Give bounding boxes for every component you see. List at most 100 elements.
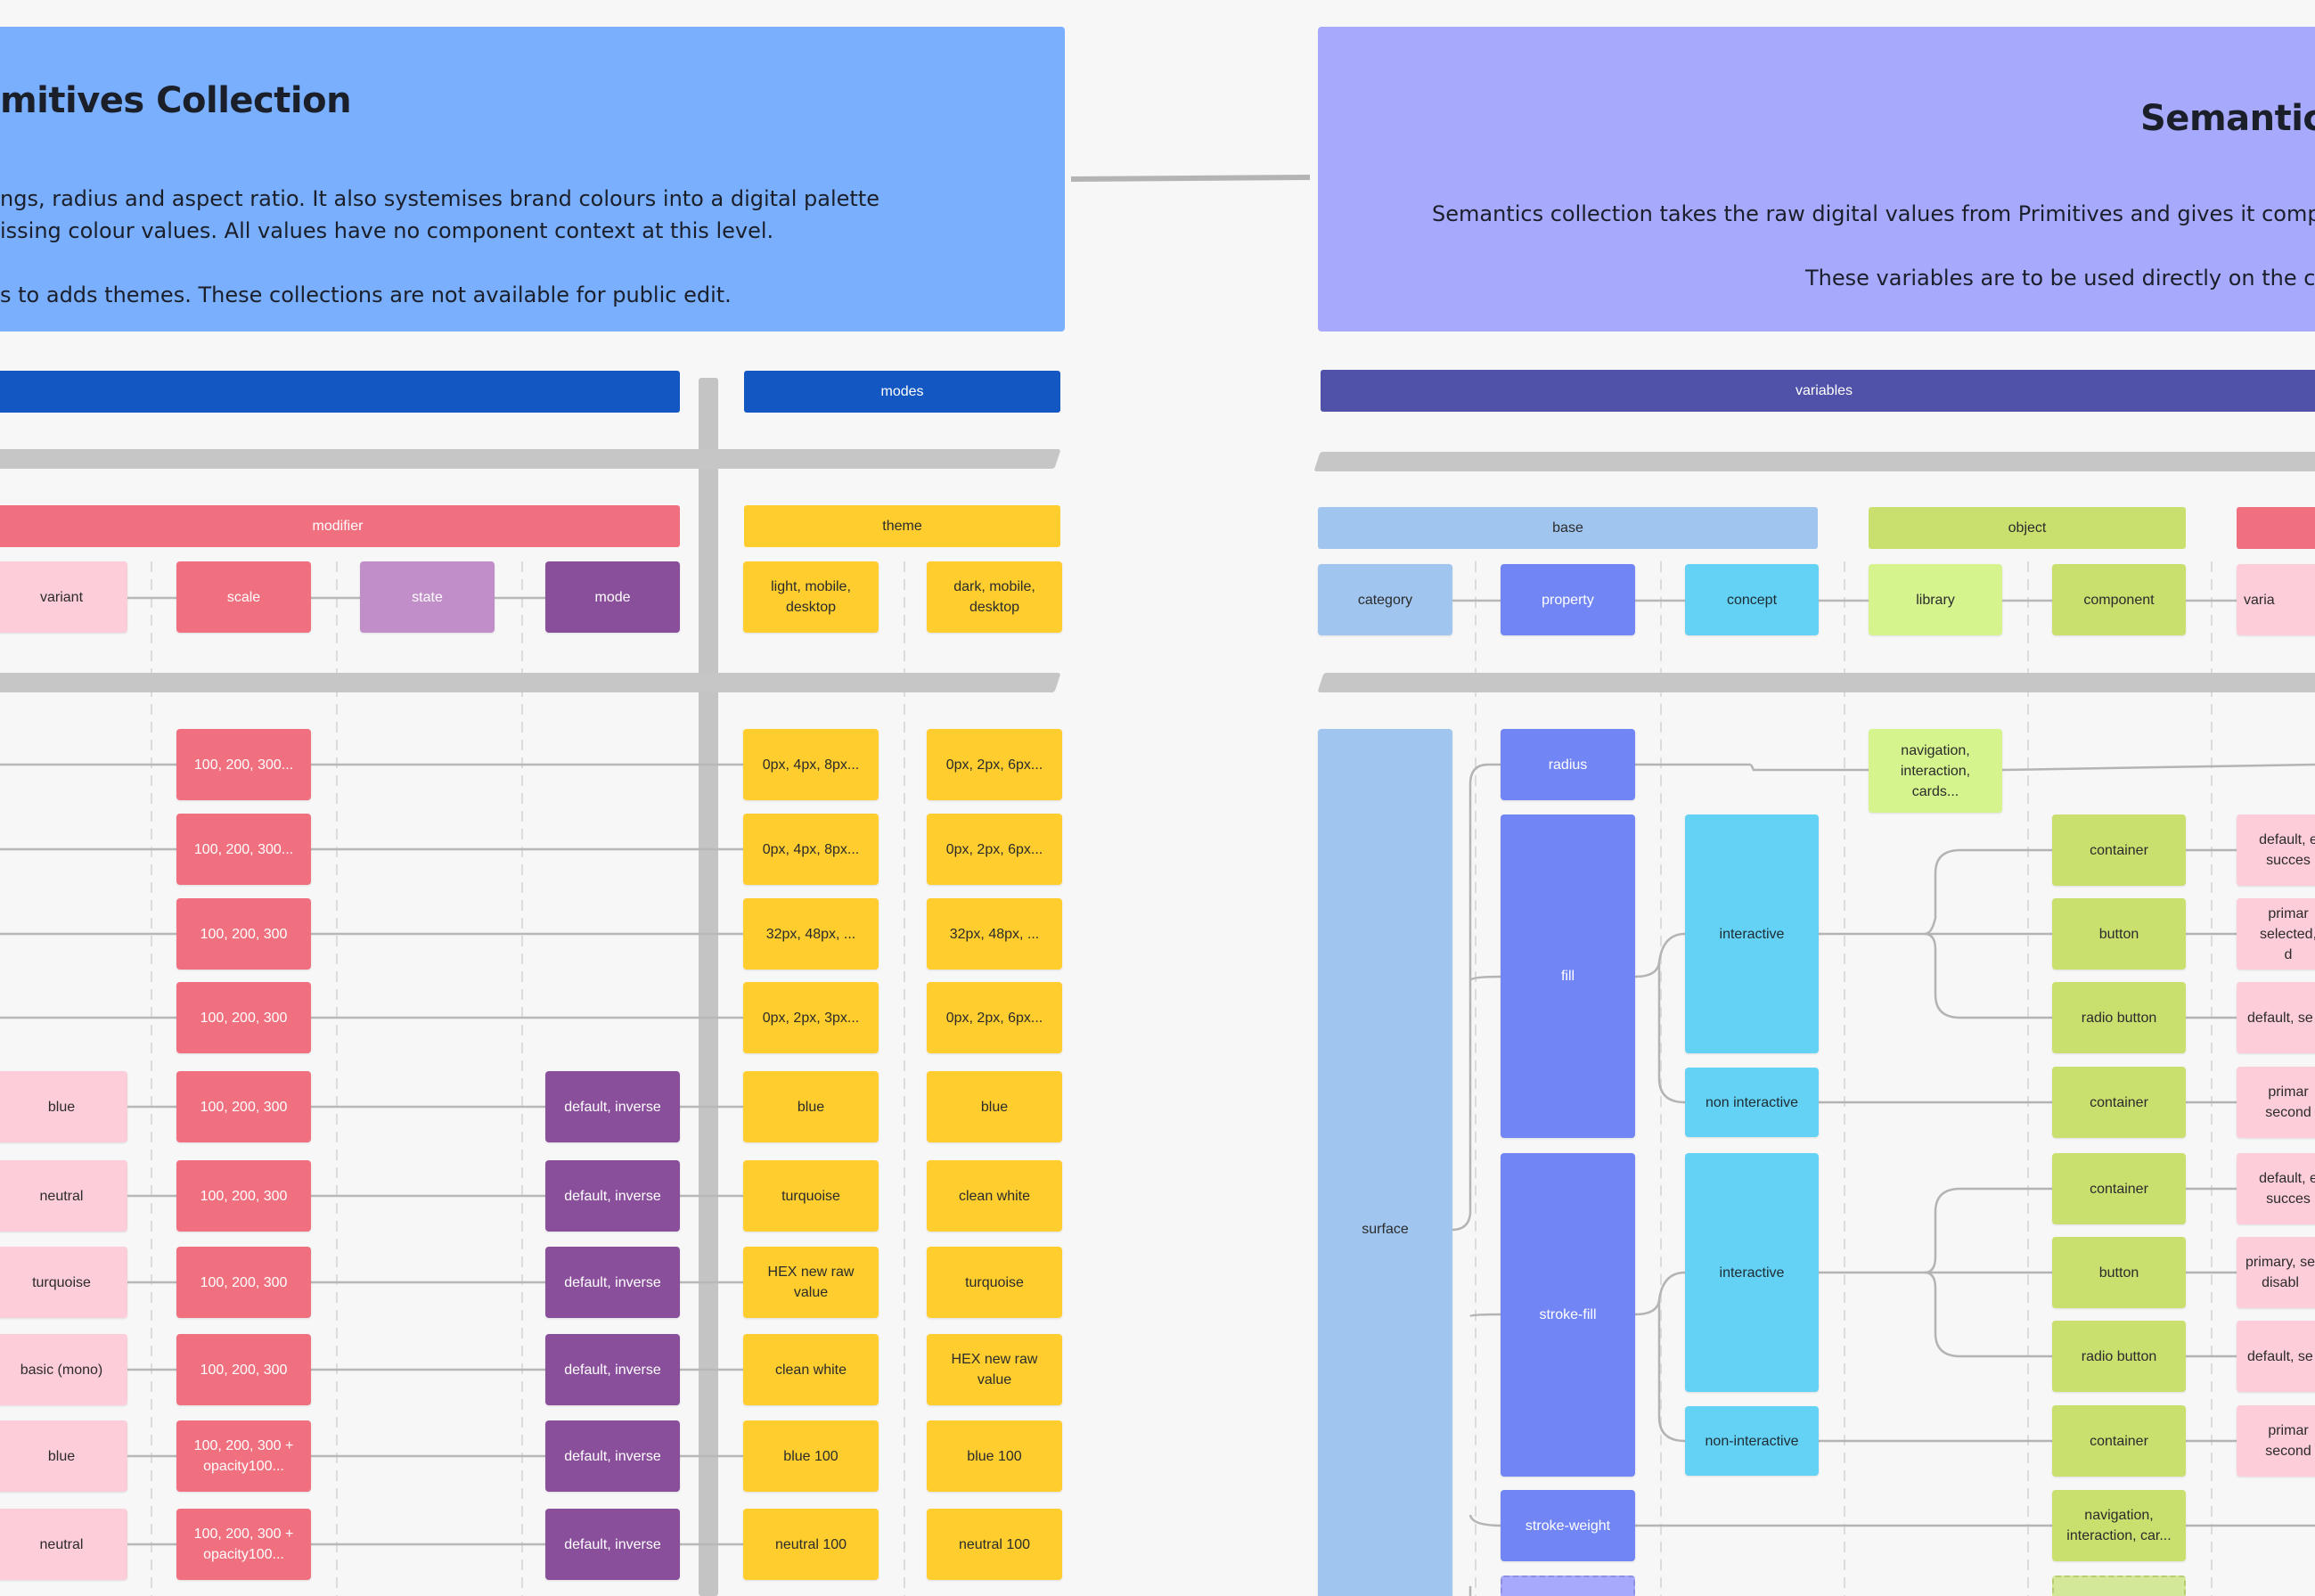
row-9-variant: blue — [0, 1420, 127, 1492]
row-3-dark: 32px, 48px, ... — [927, 898, 1062, 970]
row-10-dark: neutral 100 — [927, 1509, 1062, 1580]
row-6-light: turquoise — [743, 1160, 879, 1232]
modes-bar: modes — [744, 371, 1060, 413]
row-7-scale: 100, 200, 300 — [176, 1247, 311, 1318]
variant-5: default, e succes — [2237, 1153, 2315, 1224]
base-label: base — [1552, 520, 1583, 536]
column-category: category — [1318, 564, 1452, 635]
property-stroke-weight: stroke-weight — [1501, 1490, 1635, 1561]
variant-6: primary, se disabl — [2237, 1237, 2315, 1308]
property-radius: radius — [1501, 729, 1635, 800]
primitives-desc-line-2: issing colour values. All values have no… — [0, 218, 774, 243]
row-5-mode: default, inverse — [545, 1071, 680, 1142]
variant-4: primar second — [2237, 1067, 2315, 1138]
component-navigation: navigation, interaction, car... — [2052, 1490, 2186, 1561]
theme-label: theme — [882, 518, 922, 534]
concept-non-interactive-fill: non interactive — [1685, 1068, 1819, 1137]
row-8-scale: 100, 200, 300 — [176, 1334, 311, 1405]
variables-label: variables — [1795, 382, 1853, 398]
semantics-title: Semantics — [2140, 98, 2315, 139]
row-10-variant: neutral — [0, 1509, 127, 1580]
primitives-desc-line-3: s to adds themes. These collections are … — [0, 282, 732, 307]
variant-8: primar second — [2237, 1405, 2315, 1477]
concept-non-interactive-stroke: non-interactive — [1685, 1406, 1819, 1476]
row-1-light: 0px, 4px, 8px... — [743, 729, 879, 800]
column-light-theme: light, mobile, desktop — [743, 561, 879, 633]
component-container-1: container — [2052, 814, 2186, 886]
semantics-header-card: Semantics Semantics collection takes the… — [1318, 27, 2315, 331]
column-dark-theme: dark, mobile, desktop — [927, 561, 1062, 633]
component-button-2: button — [2052, 1237, 2186, 1308]
row-2-scale: 100, 200, 300... — [176, 814, 311, 885]
concept-interactive-fill: interactive — [1685, 814, 1819, 1053]
column-state: state — [360, 561, 495, 633]
column-variant-semantics: varia — [2237, 564, 2315, 635]
row-5-variant: blue — [0, 1071, 127, 1142]
row-7-dark: turquoise — [927, 1247, 1062, 1318]
column-concept: concept — [1685, 564, 1819, 635]
row-4-light: 0px, 2px, 3px... — [743, 982, 879, 1053]
row-9-light: blue 100 — [743, 1420, 879, 1492]
row-1-dark: 0px, 2px, 6px... — [927, 729, 1062, 800]
row-1-scale: 100, 200, 300... — [176, 729, 311, 800]
semantics-desc-line-1: Semantics collection takes the raw digit… — [1432, 201, 2315, 226]
column-component: component — [2052, 564, 2186, 635]
row-6-dark: clean white — [927, 1160, 1062, 1232]
variant-2: primar selected, d — [2237, 898, 2315, 970]
column-property: property — [1501, 564, 1635, 635]
row-5-scale: 100, 200, 300 — [176, 1071, 311, 1142]
variables-bar: variables — [1321, 370, 2315, 412]
row-3-scale: 100, 200, 300 — [176, 898, 311, 970]
column-variant: variant — [0, 561, 127, 633]
row-5-light: blue — [743, 1071, 879, 1142]
column-mode: mode — [545, 561, 680, 633]
modes-label: modes — [880, 383, 924, 399]
component-button-1: button — [2052, 898, 2186, 970]
primitives-desc-line-1: ngs, radius and aspect ratio. It also sy… — [0, 186, 880, 211]
property-fill: fill — [1501, 814, 1635, 1138]
row-4-scale: 100, 200, 300 — [176, 982, 311, 1053]
component-container-2: container — [2052, 1067, 2186, 1138]
primitives-band-2 — [0, 673, 1061, 692]
row-8-variant: basic (mono) — [0, 1334, 127, 1405]
object-bar: object — [1869, 507, 2186, 549]
object-label: object — [2008, 520, 2047, 536]
row-6-scale: 100, 200, 300 — [176, 1160, 311, 1232]
base-bar: base — [1318, 507, 1818, 549]
row-6-mode: default, inverse — [545, 1160, 680, 1232]
row-5-dark: blue — [927, 1071, 1062, 1142]
primitives-variables-bar — [0, 371, 680, 413]
row-8-light: clean white — [743, 1334, 879, 1405]
component-container-3: container — [2052, 1153, 2186, 1224]
row-7-light: HEX new raw value — [743, 1247, 879, 1318]
primitives-header-card: mitives Collection ngs, radius and aspec… — [0, 27, 1065, 331]
modifier-bar: modifier — [0, 505, 680, 547]
semantics-band-1 — [1313, 452, 2315, 471]
variant-3: default, se — [2237, 982, 2315, 1053]
library-navigation: navigation, interaction, cards... — [1869, 729, 2002, 813]
component-container-4: container — [2052, 1405, 2186, 1477]
row-9-dark: blue 100 — [927, 1420, 1062, 1492]
row-8-mode: default, inverse — [545, 1334, 680, 1405]
semantics-desc-line-2: These variables are to be used directly … — [1805, 266, 2315, 291]
variant-1: default, e succes — [2237, 814, 2315, 886]
row-9-scale: 100, 200, 300 + opacity100... — [176, 1420, 311, 1492]
row-6-variant: neutral — [0, 1160, 127, 1232]
row-9-mode: default, inverse — [545, 1420, 680, 1492]
row-7-mode: default, inverse — [545, 1247, 680, 1318]
row-2-light: 0px, 4px, 8px... — [743, 814, 879, 885]
row-10-scale: 100, 200, 300 + opacity100... — [176, 1509, 311, 1580]
column-library: library — [1869, 564, 2002, 635]
row-2-dark: 0px, 2px, 6px... — [927, 814, 1062, 885]
row-10-light: neutral 100 — [743, 1509, 879, 1580]
component-placeholder — [2052, 1576, 2186, 1596]
component-radio-button-1: radio button — [2052, 982, 2186, 1053]
primitives-title: mitives Collection — [0, 80, 352, 121]
primitives-band-1 — [0, 449, 1061, 469]
variant-7: default, se — [2237, 1321, 2315, 1392]
row-8-dark: HEX new raw value — [927, 1334, 1062, 1405]
column-scale: scale — [176, 561, 311, 633]
row-7-variant: turquoise — [0, 1247, 127, 1318]
